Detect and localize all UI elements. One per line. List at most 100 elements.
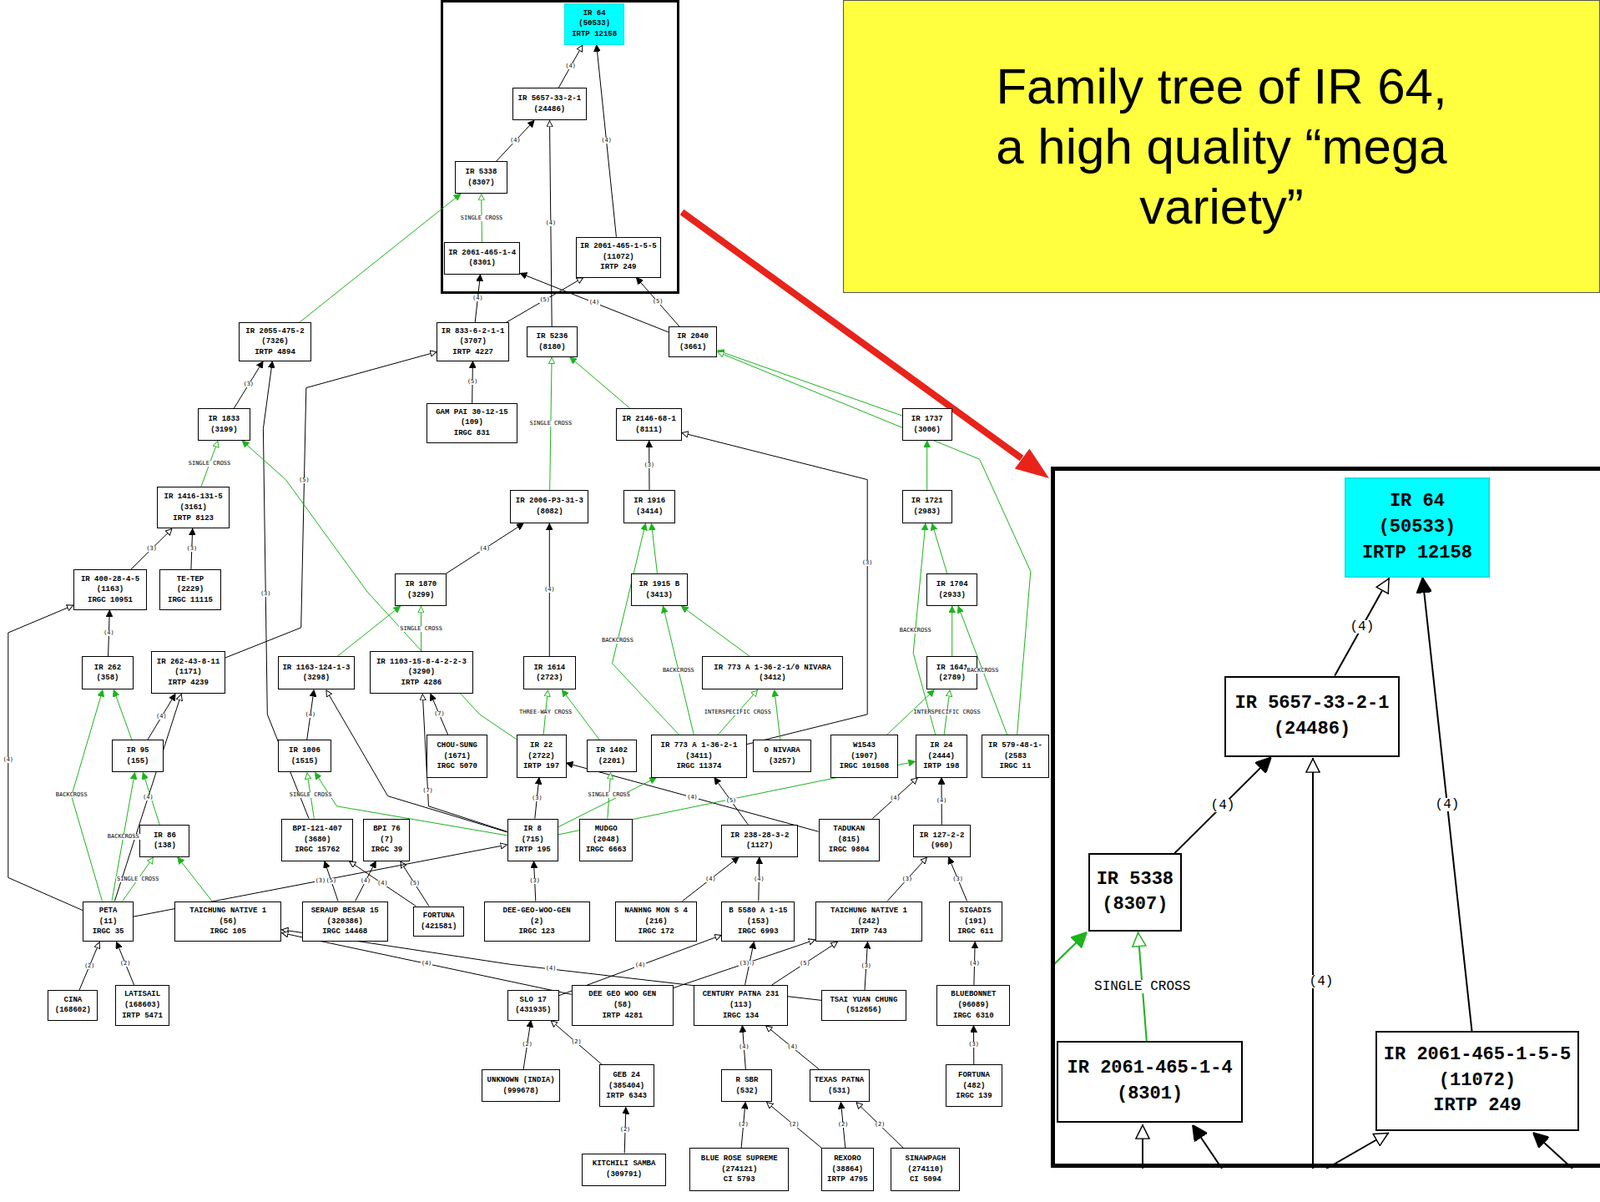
variety-label: MUDGO bbox=[595, 823, 618, 835]
variety-label: IRTP 12158 bbox=[571, 29, 617, 41]
pedigree-connector bbox=[326, 690, 508, 833]
variety-label: R SBR bbox=[735, 1075, 758, 1086]
variety-label: (155) bbox=[126, 756, 150, 768]
variety-label: (8301) bbox=[468, 257, 495, 269]
variety-label: LATISAIL bbox=[124, 989, 161, 1000]
title-text: Family tree of IR 64, a high quality “me… bbox=[985, 56, 1459, 238]
variety-label: IRTP 6343 bbox=[605, 1090, 647, 1102]
variety-box: IR 5338(8307) bbox=[454, 161, 507, 194]
variety-label: (8180) bbox=[538, 342, 566, 354]
cross-label: (4) bbox=[1, 757, 15, 763]
variety-label: IRTP 4227 bbox=[452, 347, 494, 359]
variety-label: (960) bbox=[930, 840, 954, 852]
variety-label: IR 1704 bbox=[936, 579, 969, 591]
variety-label: IRGC 6993 bbox=[737, 926, 779, 938]
variety-label: IR 24 bbox=[929, 740, 953, 752]
pedigree-connector bbox=[116, 941, 135, 985]
variety-box: IR 2146-68-1(8111) bbox=[615, 408, 682, 441]
variety-label: (3290) bbox=[408, 666, 435, 678]
variety-label: IR 1103-15-8-4-2-2-3 bbox=[376, 656, 467, 668]
variety-label: IR 773 A 1-36-2-1 bbox=[661, 740, 738, 752]
pedigree-connector bbox=[131, 528, 173, 570]
cross-label: INTERSPECIFIC CROSS bbox=[703, 709, 773, 716]
variety-box: IR 2055-475-2(7326)IRTP 4894 bbox=[238, 322, 312, 361]
variety-label: (274110) bbox=[907, 1164, 944, 1176]
variety-label: (56) bbox=[218, 916, 238, 928]
cross-label: (4) bbox=[600, 137, 613, 144]
cross-label: (3) bbox=[951, 876, 965, 883]
variety-label: IRGC 11115 bbox=[167, 595, 213, 606]
variety-label: IR 1915 B bbox=[638, 579, 680, 591]
pedigree-connector bbox=[682, 857, 740, 902]
pedigree-connector bbox=[765, 1025, 819, 1071]
cross-label: (3) bbox=[530, 795, 544, 802]
variety-label: IR 5338 bbox=[1096, 867, 1174, 894]
variety-label: TEXAS PATNA bbox=[814, 1075, 864, 1086]
cross-label: SINGLE CROSS bbox=[586, 792, 631, 798]
cross-label: (3) bbox=[185, 545, 198, 552]
variety-label: (2444) bbox=[928, 751, 955, 763]
cross-label: (3) bbox=[314, 878, 328, 884]
variety-label: IRTP 743 bbox=[850, 926, 887, 938]
variety-label: (50533) bbox=[578, 18, 611, 30]
variety-box: B 5580 A 1-15(153)IRGC 6993 bbox=[721, 901, 795, 943]
cross-label: (2) bbox=[520, 1041, 534, 1048]
variety-box: SERAUP BESAR 15(320386)IRGC 14468 bbox=[302, 901, 389, 943]
variety-box: IR 1006(1515) bbox=[277, 739, 333, 773]
cross-label: (4) bbox=[304, 711, 318, 718]
cross-label: (3) bbox=[528, 878, 541, 884]
variety-label: (2933) bbox=[938, 590, 965, 601]
variety-label: IR 5236 bbox=[536, 331, 569, 343]
cross-label: (4) bbox=[704, 876, 717, 883]
cross-label: BACKCROSS bbox=[898, 627, 933, 634]
variety-label: IR 1916 bbox=[633, 495, 666, 507]
variety-label: (1515) bbox=[291, 756, 318, 768]
variety-label: IRTP 4286 bbox=[401, 677, 443, 689]
cross-label: (4) bbox=[737, 1044, 751, 1050]
pedigree-connector bbox=[506, 277, 584, 324]
variety-box: CENTURY PATNA 231(113)IRGC 134 bbox=[693, 984, 788, 1026]
variety-box: IR 95(155) bbox=[111, 739, 163, 773]
variety-label: (2722) bbox=[527, 751, 555, 763]
variety-label: IR 400-28-4-5 bbox=[80, 574, 140, 586]
variety-label: (7) bbox=[379, 834, 394, 846]
variety-label: (2229) bbox=[176, 584, 204, 596]
variety-box: IR 1416-131-5(3161)IRTP 8123 bbox=[156, 486, 230, 529]
cross-label: (5) bbox=[651, 298, 665, 305]
variety-label: (3412) bbox=[758, 672, 786, 684]
variety-label: (24486) bbox=[533, 104, 566, 116]
variety-label: BPI 76 bbox=[373, 823, 400, 835]
variety-label: IR 833-6-2-1-1 bbox=[441, 326, 505, 338]
cross-label: (4) bbox=[564, 63, 577, 70]
variety-label: IRTP 12158 bbox=[1362, 540, 1473, 567]
cross-label: (2) bbox=[873, 1121, 887, 1128]
cross-label: (5) bbox=[297, 477, 311, 484]
cross-label: SINGLE CROSS bbox=[398, 625, 444, 632]
variety-label: (216) bbox=[645, 916, 668, 928]
variety-label: (3707) bbox=[459, 336, 486, 348]
variety-label: IRTP 198 bbox=[923, 761, 959, 773]
pedigree-connector bbox=[673, 939, 816, 989]
pedigree-connector bbox=[1334, 577, 1389, 676]
variety-label: (3414) bbox=[635, 506, 663, 518]
variety-label: (11072) bbox=[1438, 1068, 1516, 1095]
variety-label: (3199) bbox=[210, 424, 238, 436]
variety-box: IR 2061-465-1-4(8301) bbox=[1056, 1040, 1243, 1123]
cross-label: SINGLE CROSS bbox=[116, 876, 161, 883]
variety-label: IRTP 195 bbox=[514, 844, 551, 856]
variety-label: SIGADIS bbox=[959, 905, 992, 917]
variety-box: FORTUNA(482)IRGC 139 bbox=[945, 1064, 1002, 1107]
variety-label: (8082) bbox=[535, 506, 563, 518]
variety-box: IR 127-2-2(960) bbox=[913, 824, 970, 858]
variety-label: IR 1641 bbox=[936, 662, 969, 674]
variety-label: IRGC 5070 bbox=[436, 761, 478, 773]
variety-label: IRTP 8123 bbox=[172, 513, 214, 525]
callout-number: (4) bbox=[1307, 974, 1336, 989]
variety-label: TADUKAN bbox=[832, 823, 865, 835]
variety-box: IR 5338(8307) bbox=[1088, 852, 1182, 932]
variety-label: IRGC 139 bbox=[955, 1090, 992, 1102]
stub-line bbox=[1050, 932, 1087, 968]
variety-label: IR 238-28-3-2 bbox=[730, 830, 789, 842]
variety-label: (8307) bbox=[467, 177, 495, 189]
variety-label: IRGC 123 bbox=[518, 926, 555, 938]
